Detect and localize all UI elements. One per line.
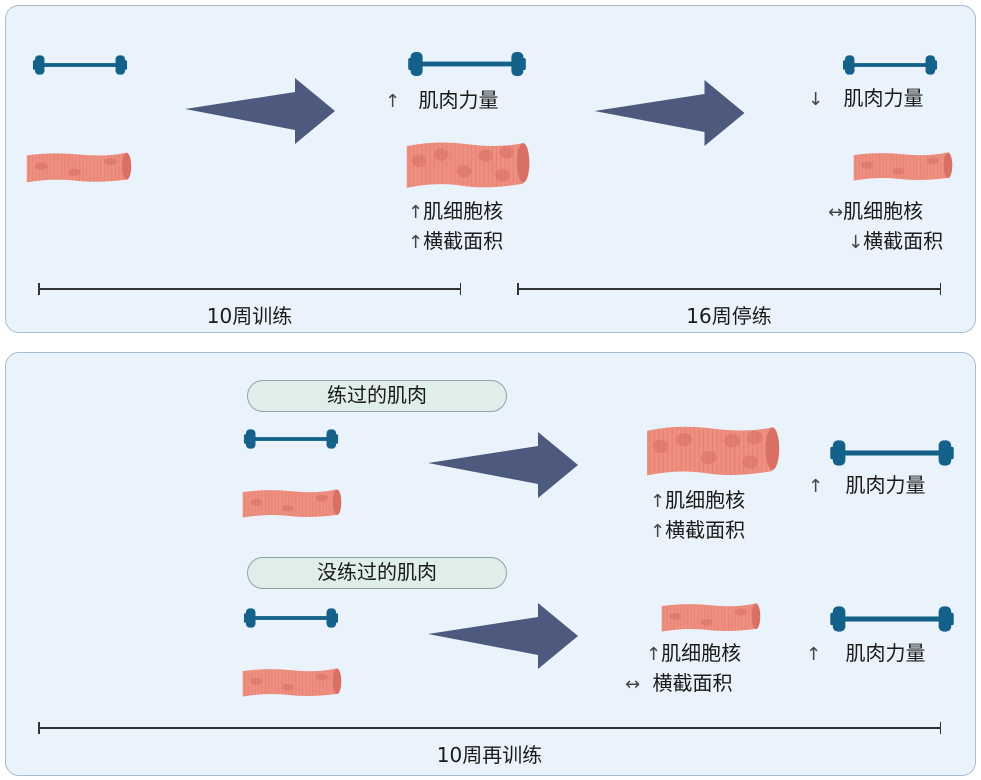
muscle-fiber-icon <box>232 487 352 521</box>
up-arrow-icon: ↑ <box>646 644 662 665</box>
right-arrow-icon <box>593 80 746 146</box>
barbell-icon <box>842 50 938 80</box>
barbell-icon <box>243 424 339 454</box>
left-right-arrow-icon: ↔ <box>625 674 641 695</box>
strength-change: ↑ 肌肉力量 <box>806 641 926 665</box>
nuclei-change: ↑肌细胞核 <box>650 488 746 512</box>
barbell-icon <box>404 46 530 82</box>
up-arrow-icon: ↑ <box>650 491 666 512</box>
muscle-fiber-icon <box>843 150 963 184</box>
nuclei-change: ↑肌细胞核 <box>646 641 742 665</box>
cross-section-change: ↓横截面积 <box>848 229 944 253</box>
strength-change: ↑ 肌肉力量 <box>808 473 926 497</box>
right-arrow-icon <box>183 78 337 144</box>
up-arrow-icon: ↑ <box>408 202 424 223</box>
strength-change: ↑ 肌肉力量 <box>385 88 499 112</box>
timeline-detraining <box>517 284 941 294</box>
strength-change: ↓ 肌肉力量 <box>808 86 924 110</box>
left-right-arrow-icon: ↔ <box>828 202 844 223</box>
barbell-icon <box>829 434 955 472</box>
down-arrow-icon: ↓ <box>848 232 864 253</box>
timeline-retraining <box>38 723 941 733</box>
untrained-muscle-title: 没练过的肌肉 <box>247 557 507 589</box>
right-arrow-icon <box>426 432 580 498</box>
nuclei-change: ↑肌细胞核 <box>408 199 504 223</box>
timeline-training <box>38 284 461 294</box>
muscle-fiber-enlarged-icon <box>642 424 782 480</box>
cross-section-change: ↔ 横截面积 <box>625 671 733 695</box>
nuclei-change: ↔肌细胞核 <box>828 199 924 223</box>
up-arrow-icon: ↑ <box>408 232 424 253</box>
muscle-fiber-enlarged-icon <box>403 140 531 192</box>
timeline-training-label: 10周训练 <box>206 304 293 328</box>
timeline-detraining-label: 16周停练 <box>686 304 772 328</box>
up-arrow-icon: ↑ <box>650 521 666 542</box>
muscle-fiber-icon <box>19 150 139 186</box>
barbell-icon <box>829 600 955 638</box>
up-arrow-icon: ↑ <box>806 644 822 665</box>
trained-muscle-title: 练过的肌肉 <box>247 380 507 412</box>
cross-section-change: ↑横截面积 <box>650 518 746 542</box>
cross-section-change: ↑横截面积 <box>408 229 504 253</box>
down-arrow-icon: ↓ <box>808 89 824 110</box>
up-arrow-icon: ↑ <box>808 476 824 497</box>
muscle-fiber-icon <box>652 601 770 635</box>
muscle-fiber-icon <box>232 666 352 700</box>
barbell-icon <box>32 50 128 80</box>
timeline-retraining-label: 10周再训练 <box>436 743 543 767</box>
barbell-icon <box>243 603 339 633</box>
up-arrow-icon: ↑ <box>385 91 401 112</box>
right-arrow-icon <box>426 603 580 669</box>
